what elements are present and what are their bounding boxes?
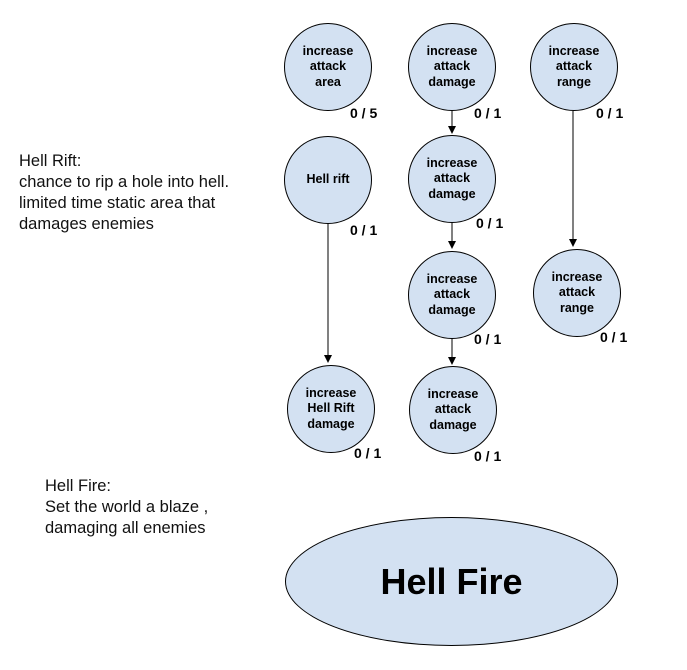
node-increase-attack-damage-2[interactable]: increase attack damage: [408, 135, 496, 223]
hell-rift-line-3: damages enemies: [19, 215, 154, 233]
node-count: 0 / 1: [474, 331, 502, 347]
node-count: 0 / 1: [474, 105, 502, 121]
hell-rift-line-1: chance to rip a hole into hell.: [19, 173, 230, 191]
hell-rift-title: Hell Rift:: [19, 152, 82, 170]
node-label: increase Hell Rift damage: [305, 385, 357, 431]
node-increase-attack-damage-1[interactable]: increase attack damage: [408, 23, 496, 111]
node-increase-attack-area[interactable]: increase attack area: [284, 23, 372, 111]
node-count: 0 / 1: [596, 105, 624, 121]
node-label: increase attack damage: [426, 43, 478, 89]
hell-fire-line-2: damaging all enemies: [45, 519, 206, 537]
hell-fire-line-1: Set the world a blaze ,: [45, 498, 209, 516]
node-label: increase attack damage: [426, 155, 478, 201]
node-increase-attack-range-1[interactable]: increase attack range: [530, 23, 618, 111]
node-count: 0 / 1: [350, 222, 378, 238]
node-hell-fire-ultimate[interactable]: Hell Fire: [285, 517, 618, 646]
hell-rift-line-2: limited time static area that: [19, 194, 216, 212]
hell-fire-title: Hell Fire:: [45, 477, 112, 495]
node-label: increase attack area: [302, 43, 354, 89]
node-hell-rift[interactable]: Hell rift: [284, 136, 372, 224]
node-increase-attack-damage-4[interactable]: increase attack damage: [409, 366, 497, 454]
node-increase-attack-damage-3[interactable]: increase attack damage: [408, 251, 496, 339]
node-count: 0 / 1: [476, 215, 504, 231]
node-count: 0 / 1: [354, 445, 382, 461]
node-increase-hell-rift-damage[interactable]: increase Hell Rift damage: [287, 365, 375, 453]
node-label: increase attack damage: [427, 386, 479, 432]
node-count: 0 / 1: [600, 329, 628, 345]
node-label: Hell rift: [306, 172, 350, 187]
node-count: 0 / 1: [474, 448, 502, 464]
node-increase-attack-range-2[interactable]: increase attack range: [533, 249, 621, 337]
ultimate-label: Hell Fire: [380, 560, 523, 602]
hell-rift-description: Hell Rift: chance to rip a hole into hel…: [19, 151, 229, 235]
node-label: increase attack damage: [426, 271, 478, 317]
node-label: increase attack range: [548, 43, 600, 89]
node-label: increase attack range: [551, 269, 603, 315]
node-count: 0 / 5: [350, 105, 378, 121]
hell-fire-description: Hell Fire: Set the world a blaze , damag…: [45, 476, 208, 539]
